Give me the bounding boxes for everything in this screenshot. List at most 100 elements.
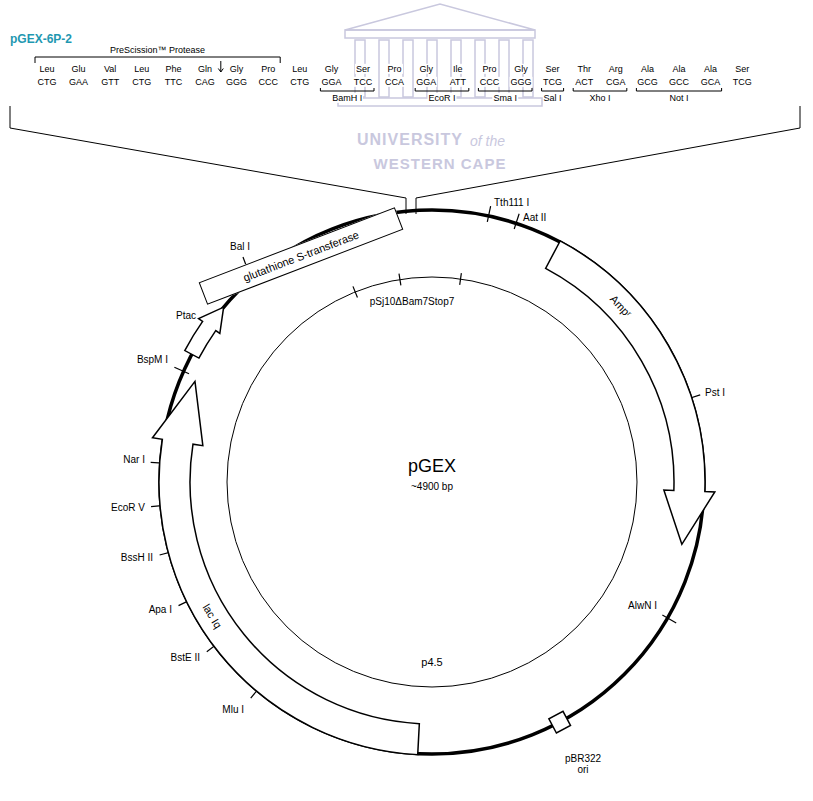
codon: GAA <box>68 77 89 87</box>
amino-acid: Phe <box>164 64 182 74</box>
amino-acid: Gly <box>324 64 340 74</box>
amino-acid: Glu <box>71 64 87 74</box>
codon: CCC <box>479 77 501 87</box>
codon: GGG <box>225 77 248 87</box>
restriction-site: Xho I <box>588 93 611 103</box>
site-bracket <box>573 88 627 91</box>
amino-acid: Gln <box>197 64 213 74</box>
site-tick <box>487 206 490 222</box>
plasmid-size: ~4900 bp <box>411 481 453 493</box>
figure-title: pGEX-6P-2 <box>10 33 72 47</box>
amino-acid: Val <box>103 64 117 74</box>
gene-label: glutathione S-transferase <box>241 228 360 284</box>
promoter-label: Ptac <box>176 310 196 322</box>
site-tick <box>514 214 519 229</box>
codon: GGA <box>320 77 342 87</box>
restriction-site: EcoR V <box>111 502 145 514</box>
site-bracket <box>415 88 469 91</box>
restriction-site: BspM I <box>137 354 168 366</box>
amino-acid: Gly <box>418 64 434 74</box>
restriction-site: BstE II <box>171 652 200 664</box>
gene-arrow: lac Iq <box>146 368 423 768</box>
restriction-site: Nar I <box>123 454 145 466</box>
restriction-site: Apa I <box>149 604 172 616</box>
origin-label: pBR322 ori <box>561 753 605 776</box>
leader-line <box>10 106 406 214</box>
watermark-text: of the <box>470 133 505 149</box>
codon: GTT <box>100 77 120 87</box>
codon: TTC <box>164 77 184 87</box>
restriction-site: Sma I <box>492 93 518 103</box>
amino-acid: Gly <box>229 64 245 74</box>
codon: GCC <box>668 77 690 87</box>
restriction-site: Mlu I <box>222 704 244 716</box>
restriction-site: EcoR I <box>427 93 456 103</box>
shape-path <box>549 711 571 733</box>
site-bracket <box>542 88 564 91</box>
site-bracket <box>320 88 374 91</box>
restriction-site: Not I <box>668 93 689 103</box>
segment-label: pSj10ΔBam7Stop7 <box>370 296 455 308</box>
restriction-site: BssH II <box>121 552 153 564</box>
amino-acid: Gly <box>513 64 529 74</box>
codon: GCG <box>636 77 659 87</box>
amino-acid: Thr <box>576 64 592 74</box>
shape-outline <box>537 229 718 554</box>
shape-outline <box>172 295 237 364</box>
amino-acid: Pro <box>387 64 403 74</box>
promoter-arrow: Ptac <box>172 295 237 364</box>
cleavage-arrow <box>218 61 223 72</box>
amino-acid: Arg <box>608 64 624 74</box>
amino-acid: Leu <box>38 64 55 74</box>
shape-outline <box>146 368 423 768</box>
site-bracket <box>478 88 532 91</box>
restriction-site: Tth111 I <box>494 197 529 209</box>
amino-acid: Pro <box>481 64 497 74</box>
codon: GGG <box>509 77 532 87</box>
codon: ACT <box>574 77 594 87</box>
amino-acid: Ala <box>703 64 718 74</box>
amino-acid: Pro <box>260 64 276 74</box>
plasmid-name: pGEX <box>408 456 456 477</box>
segment-label: p4.5 <box>421 656 442 669</box>
site-tick <box>662 615 676 623</box>
codon: GGA <box>415 77 437 87</box>
codon: TCC <box>353 77 374 87</box>
codon: TCG <box>732 77 753 87</box>
restriction-site: Aat II <box>523 212 546 224</box>
codon: CTG <box>289 77 310 87</box>
restriction-site: BamH I <box>331 93 363 103</box>
gene-box: glutathione S-transferase <box>199 207 404 305</box>
codon: CCC <box>257 77 279 87</box>
restriction-site: Pst I <box>705 387 725 399</box>
inner-circle <box>227 277 637 687</box>
codon: GCA <box>700 77 722 87</box>
shape-path <box>152 381 419 754</box>
watermark-beam <box>345 30 535 38</box>
site-bracket <box>636 88 721 91</box>
amino-acid: Ala <box>640 64 655 74</box>
codon: ATT <box>449 77 467 87</box>
codon: CTG <box>37 77 58 87</box>
restriction-site: AlwN I <box>628 600 657 612</box>
gene-arrow: Ampʳ <box>537 229 718 554</box>
site-tick <box>174 367 189 374</box>
watermark-text: WESTERN CAPE <box>374 155 507 172</box>
watermark-column <box>403 40 413 97</box>
restriction-site: Bal I <box>230 241 250 253</box>
codon: TCG <box>542 77 563 87</box>
segment-tick <box>399 274 401 286</box>
amino-acid: Ile <box>452 64 464 74</box>
shape-outline <box>545 708 608 779</box>
watermark-pediment <box>345 4 535 30</box>
codon: CAG <box>194 77 216 87</box>
bracket-label: PreScission™ Protease <box>110 45 205 55</box>
amino-acid: Ala <box>671 64 686 74</box>
codon: CGA <box>605 77 627 87</box>
protease-bracket <box>35 57 280 63</box>
restriction-site: Sal I <box>543 93 563 103</box>
amino-acid: Leu <box>133 64 150 74</box>
watermark-column <box>499 40 509 97</box>
amino-acid: Ser <box>545 64 561 74</box>
shape-path <box>546 241 715 544</box>
